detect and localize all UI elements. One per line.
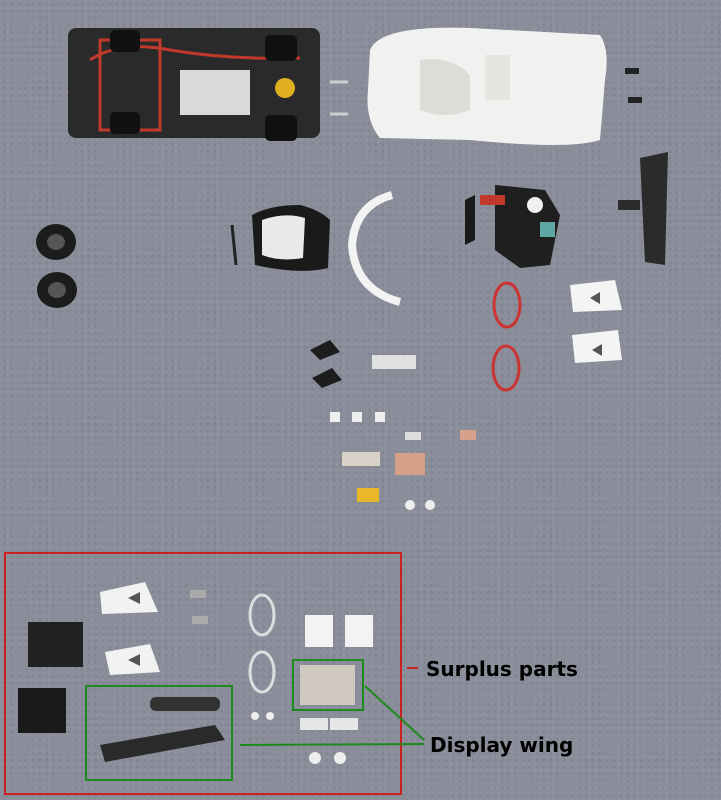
rear-wing: [618, 152, 668, 265]
display-wing-part: [100, 725, 225, 762]
headlight-lenses: [491, 281, 522, 392]
display-wing-box-left: [85, 685, 233, 781]
small-clips: [625, 68, 642, 103]
connector-line-left: [239, 743, 425, 746]
surplus-parts-label: Surplus parts: [426, 657, 578, 681]
display-wing-label: Display wing: [430, 733, 574, 757]
white-arch-part: [347, 191, 402, 306]
cockpit-driver: [465, 185, 560, 268]
surplus-parts-box: [4, 552, 402, 795]
chassis: [68, 28, 320, 141]
screws: [330, 80, 348, 116]
white-side-pods: [570, 280, 622, 363]
windshield: [230, 205, 330, 271]
surplus-parts: [18, 582, 373, 764]
body-shell: [367, 27, 607, 145]
display-wing-box-right: [292, 659, 364, 711]
middle-small-parts: [310, 340, 476, 510]
connector-line-right: [364, 685, 425, 741]
tyres: [36, 224, 77, 308]
